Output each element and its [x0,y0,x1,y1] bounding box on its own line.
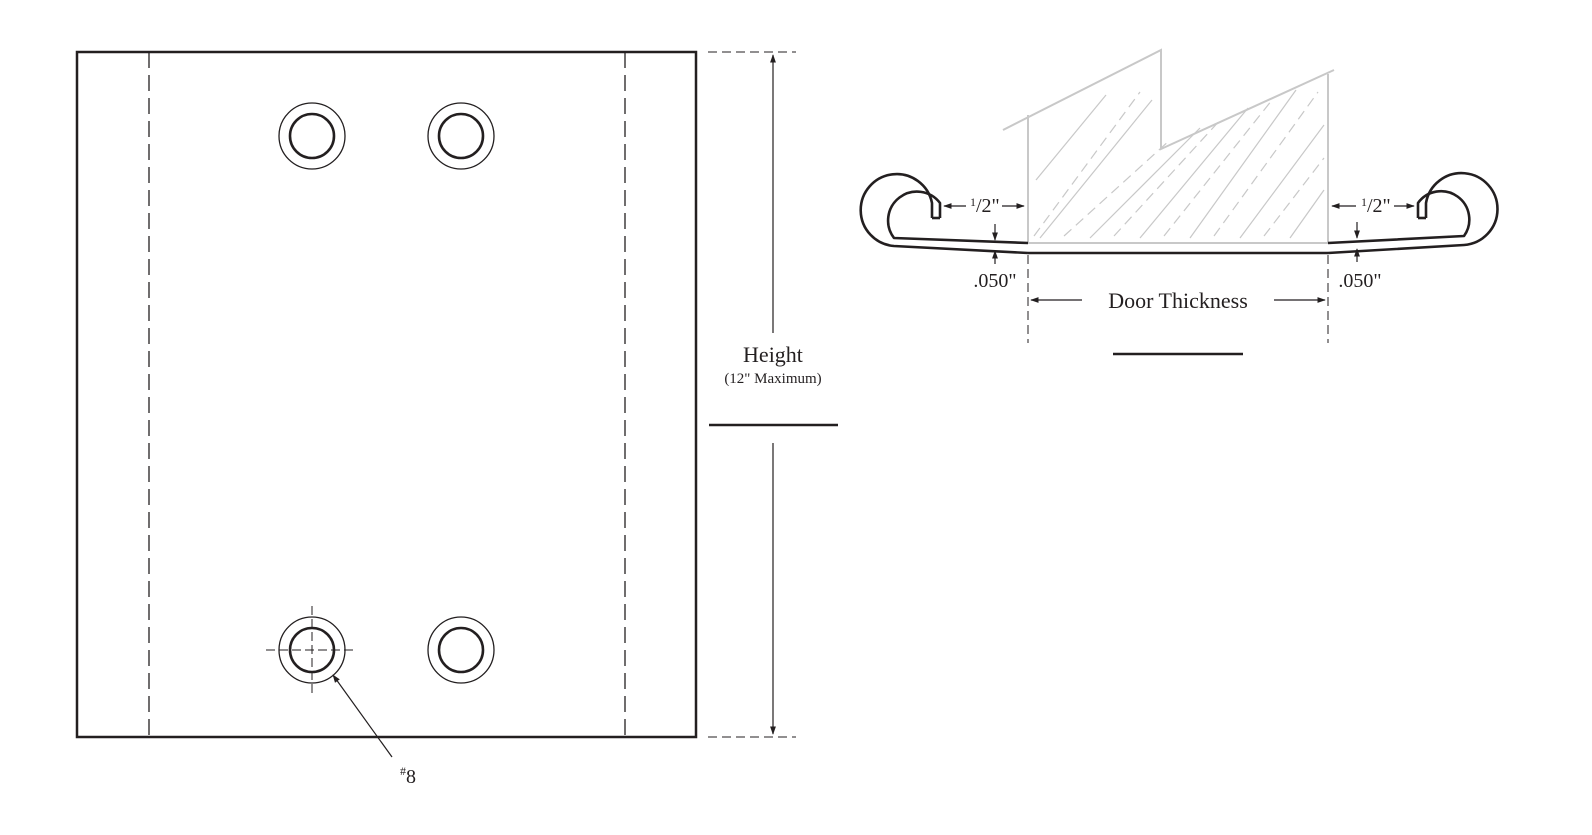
left-thickness-label: .050" [973,270,1016,292]
screw-hole-top-right [427,102,495,170]
screw-hole-top-left [278,102,346,170]
right-gap-label: 1/2" [1361,195,1391,217]
door-thickness-label: Door Thickness [1108,288,1248,313]
left-gap-denominator: /2" [976,195,1000,217]
screw-label-number: 8 [406,766,416,788]
screw-hole-bottom-left [266,606,356,694]
left-gap-label: 1/2" [970,195,1000,217]
height-label: Height [743,342,803,367]
screw-size-label: #8 [400,764,416,788]
right-gap-denominator: /2" [1367,195,1391,217]
edge-view: 1/2" 1/2" .050" .050" Door Thickness [859,48,1499,356]
plate-outline [75,50,698,739]
left-gap-numerator: 1 [970,195,976,209]
plate-view: #8 Height (12" Maximum) [75,50,838,788]
screw-leader-arrow [332,674,393,758]
right-gap-numerator: 1 [1361,195,1367,209]
screw-hole-bottom-right [427,616,495,684]
height-note: (12" Maximum) [724,371,821,387]
guard-profile [859,171,1499,255]
right-thickness-label: .050" [1338,270,1381,292]
door-section [1002,48,1335,244]
screw-label-prefix: # [400,764,406,778]
